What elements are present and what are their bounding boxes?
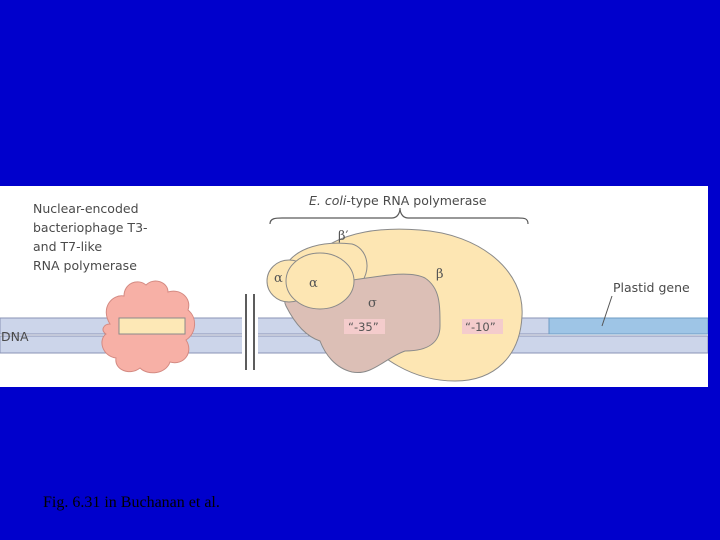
pep-title-rest: -type RNA polymerase <box>346 193 487 208</box>
alpha-subunit-2 <box>285 252 355 310</box>
pep-enzyme <box>266 228 523 382</box>
nep-label-line-1: Nuclear-encoded <box>33 201 139 216</box>
pep-bracket <box>269 207 529 225</box>
sigma-label: σ <box>368 296 377 311</box>
strand-break-marks <box>242 294 258 370</box>
nep-bound-dna-box <box>118 317 186 335</box>
pep-title-italic: E. coli <box>309 193 347 208</box>
nep-label-line-2: bacteriophage T3- <box>33 220 148 235</box>
alpha-1-label: α <box>274 271 283 286</box>
plastid-gene-region <box>548 317 708 335</box>
strand-break-gap <box>242 294 258 370</box>
dna-label: DNA <box>1 329 29 344</box>
alpha-2-label: α <box>309 276 318 291</box>
promoter-minus35-label: “-35” <box>348 320 379 334</box>
figure-panel: Nuclear-encoded bacteriophage T3- and T7… <box>0 186 708 387</box>
plastid-transcription-diagram: Nuclear-encoded bacteriophage T3- and T7… <box>0 193 708 382</box>
figure-caption: Fig. 6.31 in Buchanan et al. <box>43 494 220 511</box>
pep-title: E. coli-type RNA polymerase <box>309 193 487 208</box>
nep-enzyme <box>101 280 195 374</box>
beta-prime-label: β′ <box>338 229 349 244</box>
promoter-minus35-box <box>344 319 385 334</box>
plastid-gene-label: Plastid gene <box>613 280 690 295</box>
promoter-minus10-label: “-10” <box>465 320 496 334</box>
nep-label-line-3: and T7-like <box>33 239 102 254</box>
promoter-minus10-box <box>462 319 503 334</box>
beta-label: β <box>436 267 444 282</box>
plastid-gene-pointer <box>601 295 613 327</box>
nep-label-line-4: RNA polymerase <box>33 258 137 273</box>
